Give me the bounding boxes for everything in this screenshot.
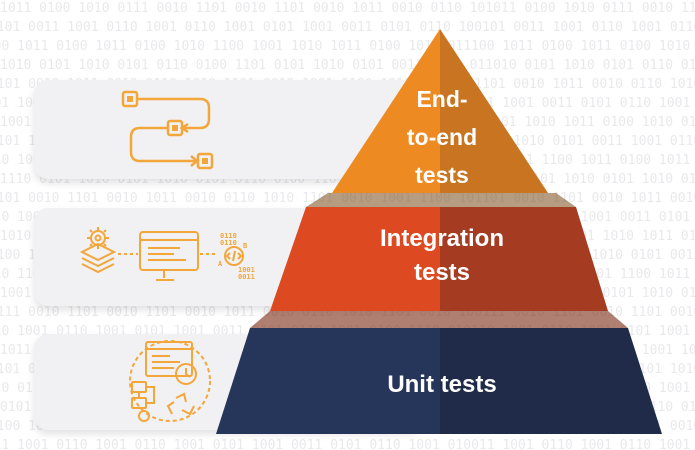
integration-icon: 0110 0110 B A 1001 0011 [79,227,255,281]
pyramid-tier-end-to-end [332,29,548,193]
pyramid-tier-integration-connector [250,311,628,328]
workflow-icon [121,90,214,170]
pyramid-tier-end-to-end-connector [306,193,576,207]
binary-row: 0011 1001 0110 1001 0110 1001 0101 1001 … [0,438,695,450]
unit-tests-label: Unit tests [330,368,554,402]
pyramid-tier-unit [216,328,662,434]
svg-text:A: A [218,260,223,268]
label-line: tests [413,259,471,286]
svg-text:0110: 0110 [220,232,237,240]
unit-test-icon [129,340,211,422]
svg-text:0110: 0110 [220,239,237,247]
binary-row: 1011 0100 1010 0111 0010 1101 0010 1101 … [0,1,695,16]
end-to-end-tests-label: End- to-end tests [380,80,504,194]
svg-text:B: B [243,242,247,250]
label-line: Unit tests [387,371,497,398]
binary-row: 1010 0101 1010 0101 0110 0100 1101 0101 … [0,58,695,73]
binary-row: 1100 1011 0100 1011 0100 1010 1100 1001 … [0,39,695,54]
binary-row: 0101 0011 1001 0110 1001 0110 1001 0101 … [0,20,695,35]
integration-tests-label: Integration tests [330,222,554,290]
label-line: to-end [406,124,478,150]
svg-text:0011: 0011 [238,273,255,281]
pyramid-tier-integration [270,207,608,311]
label-line: tests [415,162,469,188]
svg-text:1001: 1001 [238,266,255,274]
label-line: Integration [380,225,504,252]
label-line: End- [416,86,468,112]
